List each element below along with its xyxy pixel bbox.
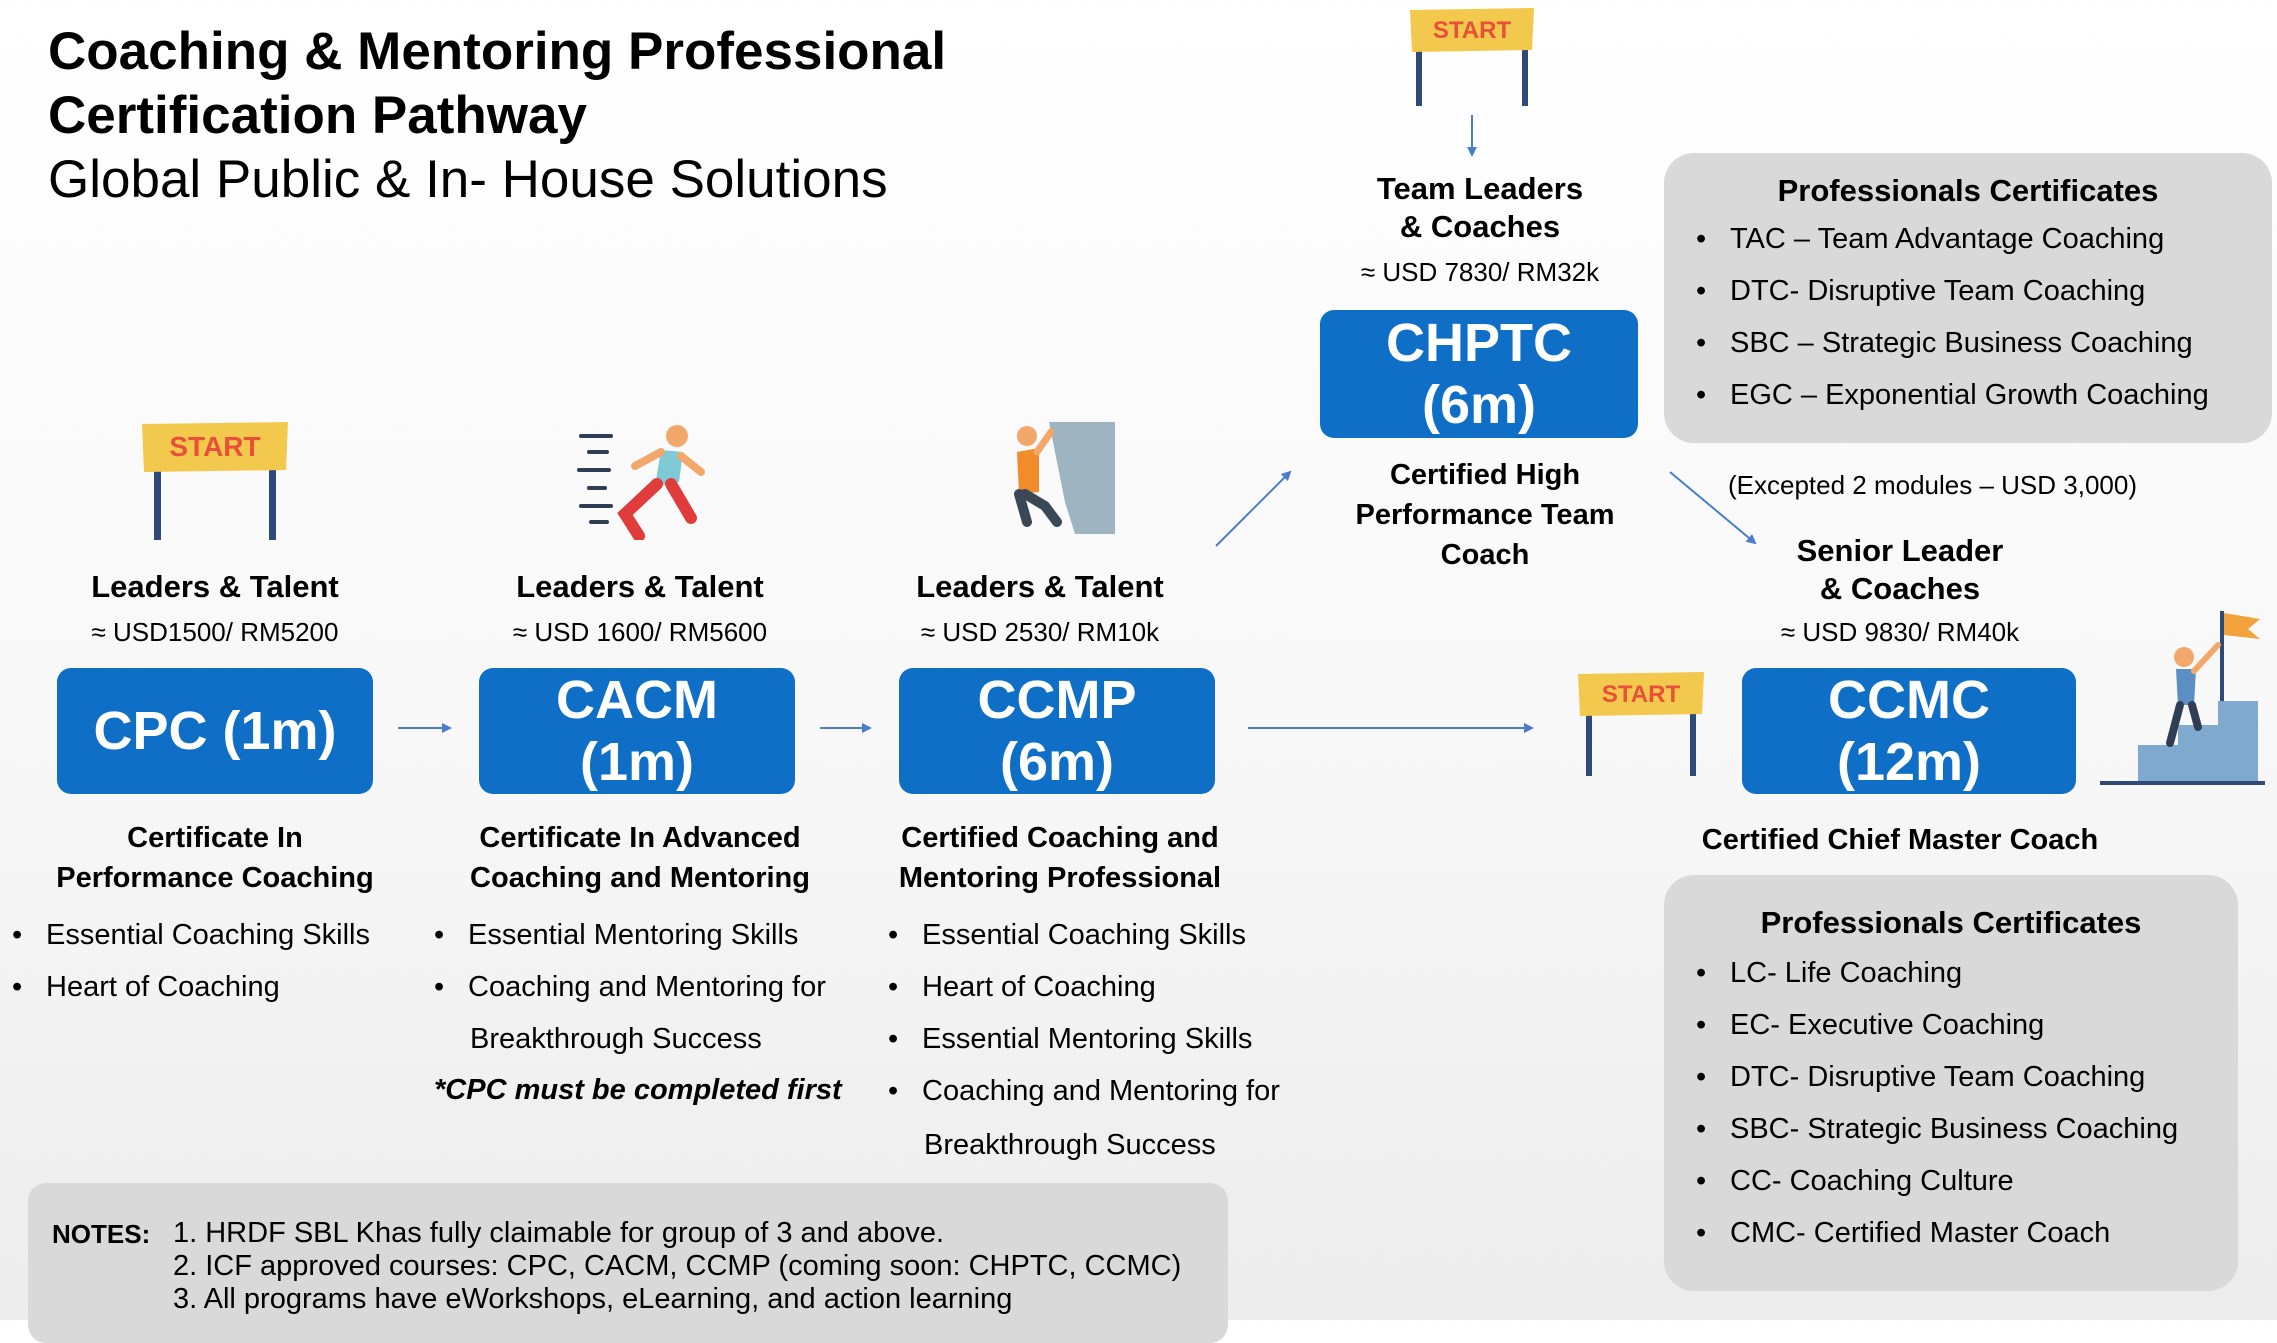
list-item: Essential Mentoring Skills xyxy=(432,909,872,961)
list-item: Coaching and Mentoring for xyxy=(432,961,872,1013)
ccmp-program-box[interactable]: CCMP (6m) xyxy=(899,668,1215,794)
professional-certificates-panel-top: Professionals Certificates TAC – Team Ad… xyxy=(1664,153,2272,443)
cacm-price: ≈ USD 1600/ RM5600 xyxy=(512,617,768,647)
list-item: Coaching and Mentoring for xyxy=(886,1065,1326,1117)
running-person-icon xyxy=(577,425,705,540)
ccmc-audience: Senior Leader & Coaches xyxy=(1740,532,2060,608)
cpc-code: CPC (1m) xyxy=(93,701,337,761)
ccmp-name-line-2: Mentoring Professional xyxy=(898,862,1222,894)
cacm-code-line-1: CACM xyxy=(556,670,718,730)
arrow-ccmp-to-chptc xyxy=(1215,470,1292,547)
cacm-audience: Leaders & Talent xyxy=(516,569,764,604)
list-item: EC- Executive Coaching xyxy=(1694,999,2238,1051)
list-item: DTC- Disruptive Team Coaching xyxy=(1694,1051,2238,1103)
chptc-price: ≈ USD 7830/ RM32k xyxy=(1360,257,1600,287)
ccmc-price: ≈ USD 9830/ RM40k xyxy=(1780,617,2020,647)
ccmc-code-line-1: CCMC xyxy=(1828,670,1990,730)
ccmp-name-line-1: Certified Coaching and xyxy=(901,822,1219,854)
ccmp-code-line-2: (6m) xyxy=(999,732,1114,792)
svg-text:START: START xyxy=(1433,17,1512,44)
list-item: SBC- Strategic Business Coaching xyxy=(1694,1103,2238,1155)
panel-bottom-list: LC- Life Coaching EC- Executive Coaching… xyxy=(1694,947,2238,1259)
exception-note: (Excepted 2 modules – USD 3,000) xyxy=(1728,470,2137,500)
cacm-name-line-2: Coaching and Mentoring xyxy=(470,862,810,894)
chptc-program-box[interactable]: CHPTC (6m) xyxy=(1320,310,1638,438)
notes-label: NOTES: xyxy=(52,1219,151,1249)
list-item: Heart of Coaching xyxy=(10,961,420,1013)
ccmp-modules-list: Essential Coaching Skills Heart of Coach… xyxy=(886,909,1326,1117)
list-item: CMC- Certified Master Coach xyxy=(1694,1207,2238,1259)
start-banner-icon: START xyxy=(1410,8,1534,106)
cacm-name-line-1: Certificate In Advanced xyxy=(479,822,801,854)
chptc-name-line-1: Certified High xyxy=(1389,459,1581,491)
ccmp-certificate-name: Certified Coaching and Mentoring Profess… xyxy=(865,818,1255,898)
ccmc-audience-line-2: & Coaches xyxy=(1819,571,1981,606)
panel-bottom-title: Professionals Certificates xyxy=(1760,905,2142,940)
cpc-price: ≈ USD1500/ RM5200 xyxy=(91,617,339,647)
climbing-person-icon xyxy=(1014,422,1115,534)
ccmp-item-continuation: Breakthrough Success xyxy=(924,1129,1216,1161)
cacm-code-line-2: (1m) xyxy=(579,732,694,792)
chptc-audience: Team Leaders & Coaches xyxy=(1320,170,1640,246)
cpc-certificate-name: Certificate In Performance Coaching xyxy=(40,818,390,898)
cacm-prerequisite-note: *CPC must be completed first xyxy=(434,1074,842,1106)
ccmp-price: ≈ USD 2530/ RM10k xyxy=(920,617,1160,647)
cpc-program-box[interactable]: CPC (1m) xyxy=(57,668,373,794)
list-item: Heart of Coaching xyxy=(886,961,1326,1013)
list-item: 2. ICF approved courses: CPC, CACM, CCMP… xyxy=(173,1250,1182,1282)
panel-top-list: TAC – Team Advantage Coaching DTC- Disru… xyxy=(1694,213,2272,421)
ccmp-audience: Leaders & Talent xyxy=(916,569,1164,604)
page-title: Coaching & Mentoring Professional Certif… xyxy=(48,20,1148,148)
list-item: SBC – Strategic Business Coaching xyxy=(1694,317,2272,369)
ccmc-audience-line-1: Senior Leader xyxy=(1796,533,2004,568)
list-item: EGC – Exponential Growth Coaching xyxy=(1694,369,2272,421)
summit-flag-icon xyxy=(2100,611,2265,785)
chptc-name-line-2: Performance Team xyxy=(1355,499,1615,531)
list-item: LC- Life Coaching xyxy=(1694,947,2238,999)
ccmc-program-box[interactable]: CCMC (12m) xyxy=(1742,668,2076,794)
cacm-modules-list: Essential Mentoring Skills Coaching and … xyxy=(432,909,872,1013)
professional-certificates-panel-bottom: Professionals Certificates LC- Life Coac… xyxy=(1664,875,2238,1291)
svg-text:START: START xyxy=(1602,681,1681,708)
cpc-modules-list: Essential Coaching Skills Heart of Coach… xyxy=(10,909,420,1013)
list-item: 1. HRDF SBL Khas fully claimable for gro… xyxy=(173,1217,945,1249)
list-item: Essential Coaching Skills xyxy=(10,909,420,961)
start-banner-icon: START xyxy=(1578,672,1704,776)
title-line-1: Coaching & Mentoring Professional xyxy=(48,22,947,81)
page-subtitle: Global Public & In- House Solutions xyxy=(48,150,888,209)
chptc-audience-line-1: Team Leaders xyxy=(1376,171,1584,206)
cacm-item-continuation: Breakthrough Success xyxy=(470,1023,762,1055)
ccmc-code-line-2: (12m) xyxy=(1836,732,1982,792)
ccmp-code-line-1: CCMP xyxy=(977,670,1137,730)
notes-list: 1. HRDF SBL Khas fully claimable for gro… xyxy=(173,1217,1181,1316)
cacm-program-box[interactable]: CACM (1m) xyxy=(479,668,795,794)
list-item: Essential Mentoring Skills xyxy=(886,1013,1326,1065)
chptc-code-line-1: CHPTC xyxy=(1386,313,1572,373)
list-item: DTC- Disruptive Team Coaching xyxy=(1694,265,2272,317)
cpc-name-line-1: Certificate In xyxy=(127,822,303,854)
list-item: Essential Coaching Skills xyxy=(886,909,1326,961)
notes-panel: NOTES: 1. HRDF SBL Khas fully claimable … xyxy=(28,1183,1228,1343)
list-item: TAC – Team Advantage Coaching xyxy=(1694,213,2272,265)
chptc-code-line-2: (6m) xyxy=(1421,375,1536,435)
list-item: 3. All programs have eWorkshops, eLearni… xyxy=(173,1283,1013,1315)
start-banner-icon: START xyxy=(142,422,288,540)
cpc-name-line-2: Performance Coaching xyxy=(56,862,374,894)
ccmc-certificate-name: Certified Chief Master Coach xyxy=(1701,824,2099,856)
cacm-certificate-name: Certificate In Advanced Coaching and Men… xyxy=(465,818,815,898)
svg-text:START: START xyxy=(169,431,260,462)
list-item: CC- Coaching Culture xyxy=(1694,1155,2238,1207)
chptc-audience-line-2: & Coaches xyxy=(1399,209,1561,244)
title-line-2: Certification Pathway xyxy=(48,86,587,145)
cpc-audience: Leaders & Talent xyxy=(91,569,339,604)
chptc-certificate-name: Certified High Performance Team Coach xyxy=(1330,455,1640,575)
chptc-name-line-3: Coach xyxy=(1440,539,1530,571)
panel-top-title: Professionals Certificates xyxy=(1777,173,2159,208)
